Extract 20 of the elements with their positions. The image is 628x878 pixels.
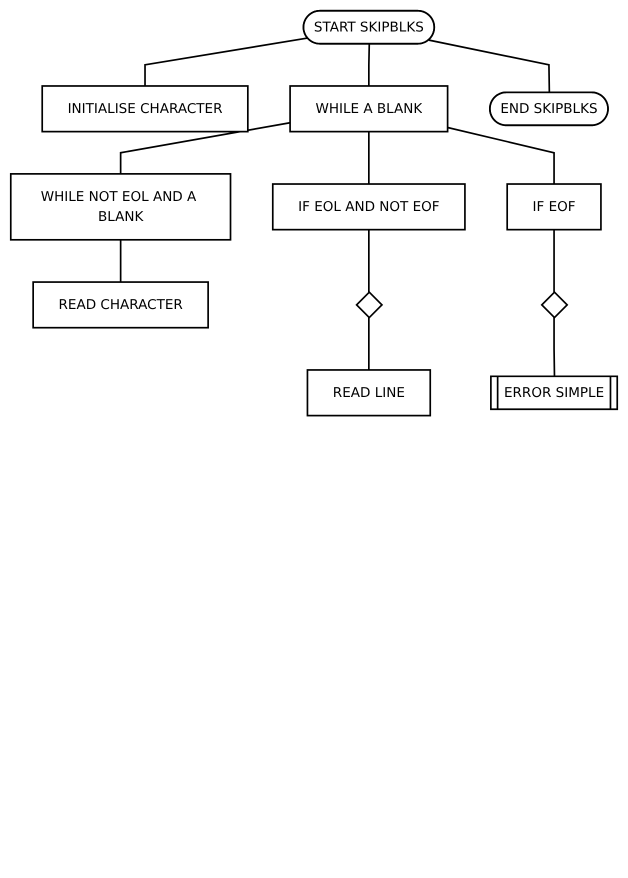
connector [368,132,370,184]
connector [120,122,290,174]
connector [368,318,370,370]
connector [144,37,308,86]
connector [368,230,370,292]
connector [368,44,370,86]
connector [553,318,556,377]
node-box: READ CHARACTER [32,281,209,329]
node-box: IF EOL AND NOT EOF [272,183,466,230]
node-box: READ LINE [306,369,432,416]
node-box: IF EOF [506,183,602,230]
connector [447,126,555,184]
node-diamond [355,291,384,319]
node-box: WHILE A BLANK [289,85,448,132]
connector [120,240,122,282]
connector [553,230,555,292]
connector [428,39,550,93]
node-box: INITIALISE CHARACTER [41,85,249,132]
node-box: WHILE NOT EOL AND A BLANK [10,173,232,241]
node-diamond [540,291,568,319]
